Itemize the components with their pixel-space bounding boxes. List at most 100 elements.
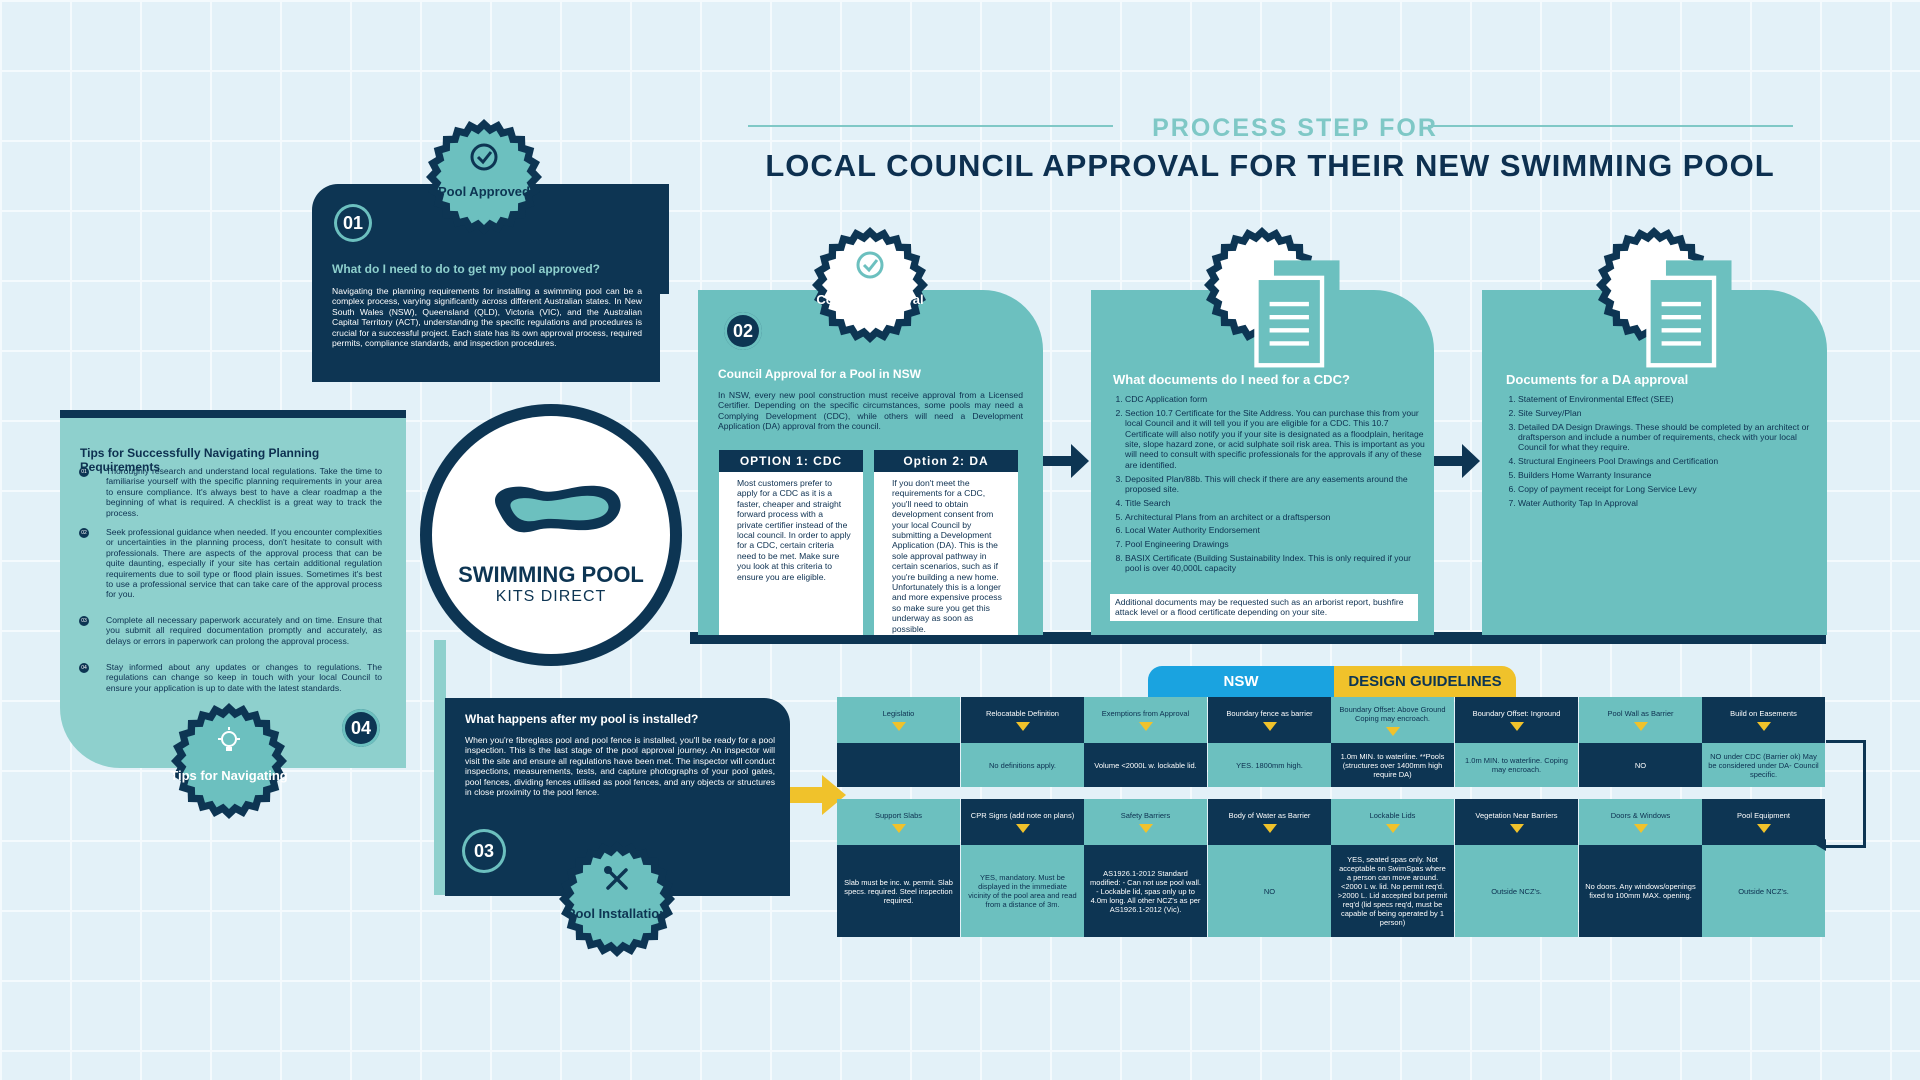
row1-value-cell [837,743,960,787]
badge-shape-icon [171,703,287,819]
step1-number: 01 [334,204,372,242]
row2-value-text: NO [1263,886,1276,896]
row2-value-cell: NO [1208,845,1331,937]
row1-header-text: Pool Wall as Barrier [1607,709,1674,718]
step4-number: 04 [342,709,380,747]
arrow-down-icon [1015,824,1030,833]
row1-value-cell: No definitions apply. [961,743,1084,787]
da-list: Statement of Environmental Effect (SEE) … [1504,394,1818,511]
row1-header-text: Boundary Offset: Above Ground Coping may… [1339,704,1446,723]
row2-value-cell: Slab must be inc. w. permit. Slab specs.… [837,845,960,937]
step4-badge: Tips for Navigating [170,702,288,820]
row1-value-cell: YES. 1800mm high. [1208,743,1331,787]
option2-text: If you don't meet the requirements for a… [874,472,1018,635]
row2-header-text: Support Slabs [874,811,923,820]
arrow-down-icon [891,824,906,833]
da-item: Builders Home Warranty Insurance [1518,470,1818,480]
row2-value-text: AS1926.1-2012 Standard modified: - Can n… [1090,868,1201,914]
row1-value-text: YES. 1800mm high. [1236,760,1303,770]
arrow-down-icon [1756,824,1771,833]
tip-text: Complete all necessary paperwork accurat… [106,615,382,646]
row1-header-cell: Build on Easements [1702,697,1825,743]
badge-shape-icon [812,227,928,343]
row2-value-text: Slab must be inc. w. permit. Slab specs.… [844,877,953,905]
document-icon [1646,260,1732,368]
step3-badge: Pool Installation [558,840,676,958]
row2-header-cell: Pool Equipment [1702,799,1825,845]
row1-header-cell: Boundary Offset: Inground [1455,697,1578,743]
cdc-panel: What documents do I need for a CDC? CDC … [1091,290,1434,635]
cdc-item: Pool Engineering Drawings [1125,539,1425,549]
row2-value-cell: AS1926.1-2012 Standard modified: - Can n… [1084,845,1207,937]
cdc-item: Title Search [1125,498,1425,508]
cdc-item: Deposited Plan/88b. This will check if t… [1125,474,1425,495]
badge-shape-icon [559,841,675,957]
pool-logo-icon [495,485,621,533]
step2-badge-label: Council Approval [816,292,924,307]
cdc-item: Local Water Authority Endorsement [1125,525,1425,535]
row2-header-cell: Doors & Windows [1579,799,1702,845]
header-line-left [748,125,1113,127]
check-icon [470,143,498,171]
step1-badge-label: Pool Approved [438,184,530,199]
check-icon [856,251,884,279]
arrow-down-icon [1385,824,1400,833]
row1-value-text: No definitions apply. [989,760,1056,770]
da-title: Documents for a DA approval [1506,372,1689,387]
tip-bullet: 01 [79,467,89,477]
step3-title: What happens after my pool is installed? [465,712,699,726]
arrow-down-icon [1756,722,1771,731]
row2-header-text: Vegetation Near Barriers [1475,811,1558,820]
da-item: Detailed DA Design Drawings. These shoul… [1518,422,1818,453]
step2-badge: Council Approval [811,226,929,344]
document-icon [1254,260,1340,368]
tab-design-guidelines: DESIGN GUIDELINES [1334,666,1516,697]
header-subtitle: PROCESS STEP FOR [1152,114,1438,142]
row1-value-text: NO under CDC (Barrier ok) May be conside… [1708,751,1819,779]
step1-badge: Pool Approved [425,118,543,236]
loop-arrow-icon [1816,839,1826,851]
cdc-note: Additional documents may be requested su… [1110,594,1418,621]
row2-value-text: Outside NCZ's. [1491,886,1542,896]
row2-header-text: Doors & Windows [1610,811,1671,820]
header-title: LOCAL COUNCIL APPROVAL FOR THEIR NEW SWI… [765,148,1775,183]
arrow-down-icon [1633,722,1648,731]
step2-number: 02 [724,312,762,350]
row2-value-cell: YES, seated spas only. Not acceptable on… [1331,845,1454,937]
header-line-right [1428,125,1793,127]
arrow-down-icon [1015,722,1030,731]
cdc-item: BASIX Certificate (Building Sustainabili… [1125,553,1425,574]
arrow-down-icon [1138,824,1153,833]
arrow-down-icon [1509,824,1524,833]
logo-line1: SWIMMING POOL [458,562,644,587]
cdc-item: Section 10.7 Certificate for the Site Ad… [1125,408,1425,470]
cdc-badge [1203,226,1340,368]
arrow-down-icon [1385,726,1400,736]
row1-value-text: 1.0m MIN. to waterline. **Pools (structu… [1340,751,1445,779]
row1-header-cell: Exemptions from Approval [1084,697,1207,743]
logo-line2: KITS DIRECT [495,588,607,605]
row2-value-text: Outside NCZ's. [1738,886,1789,896]
row1-value-text: NO [1634,760,1647,770]
tip-text: Stay informed about any updates or chang… [106,662,382,693]
step3-number: 03 [465,832,503,870]
arrow-down-icon [1633,824,1648,833]
step3-text: When you're fibreglass pool and pool fen… [465,735,775,798]
arrow-down-icon [1262,824,1277,833]
tip-bullet: 04 [79,663,89,673]
row1-header-text: Boundary fence as barrier [1226,709,1313,718]
row1-value-text: Volume <2000L w. lockable lid. [1094,760,1197,770]
da-item: Structural Engineers Pool Drawings and C… [1518,456,1818,466]
row2-header-cell: Body of Water as Barrier [1208,799,1331,845]
row1-header-text: Build on Easements [1730,709,1797,718]
row1-value-text: 1.0m MIN. to waterline. Coping may encro… [1465,756,1568,774]
row1-header-text: Boundary Offset: Inground [1472,709,1561,718]
row2-value-cell: YES, mandatory. Must be displayed in the… [961,845,1084,937]
arrow-right-icon [1434,444,1480,478]
option1-title: OPTION 1: CDC [719,450,863,472]
row1-header-text: Exemptions from Approval [1101,709,1190,718]
row2-header-text: Lockable Lids [1369,811,1416,820]
